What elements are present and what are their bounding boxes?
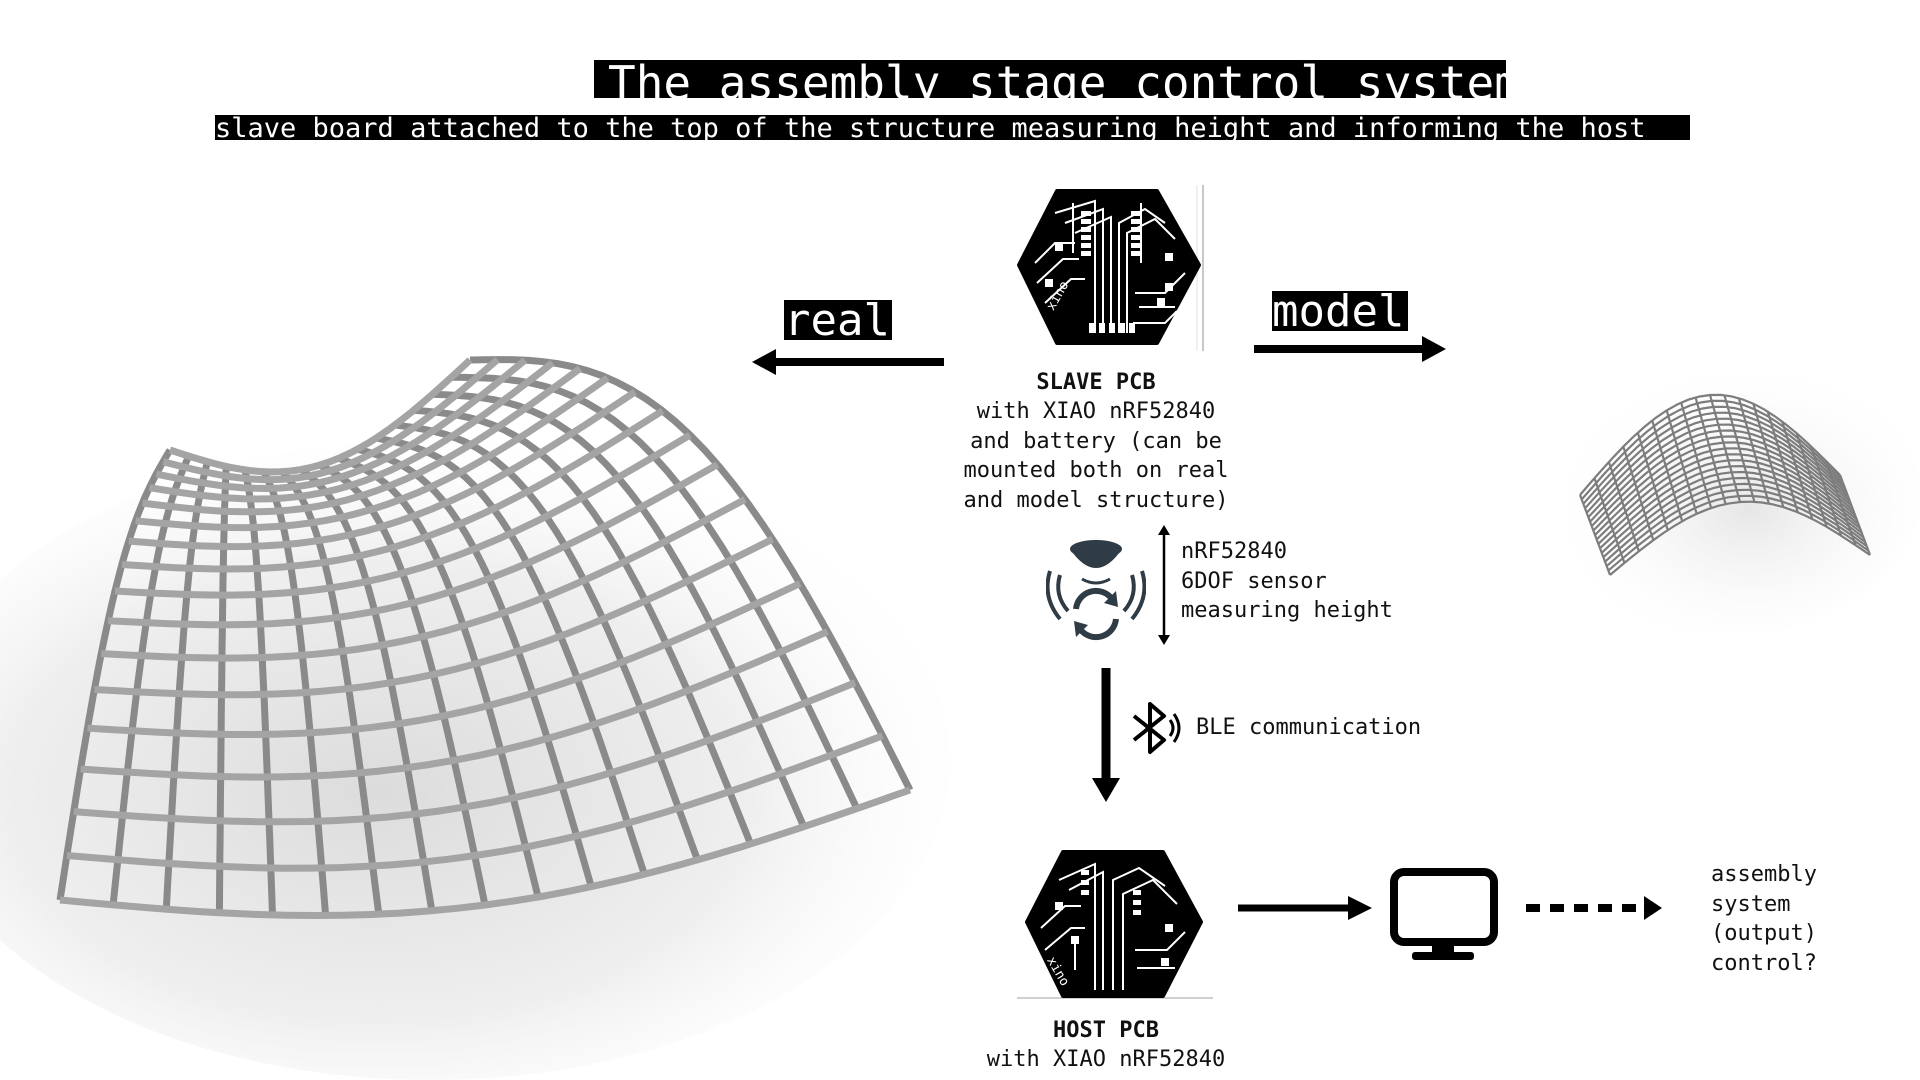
gyro-sensor-icon xyxy=(1046,540,1146,641)
arrow-to-real xyxy=(752,349,944,375)
real-rib xyxy=(80,628,829,781)
slave-pcb-description: with XIAO nRF52840 and battery (can be m… xyxy=(963,399,1229,513)
ble-label: BLE communication xyxy=(1196,715,1422,740)
real-rib xyxy=(142,365,583,516)
real-rib xyxy=(162,356,500,484)
model-rib xyxy=(1723,394,1756,503)
model-rib xyxy=(1810,446,1843,537)
arrow-monitor-to-output xyxy=(1526,896,1662,920)
real-rib xyxy=(148,360,555,503)
model-label: model xyxy=(1272,291,1408,331)
monitor-icon xyxy=(1390,868,1498,960)
real-structure-ribs xyxy=(56,356,914,920)
real-rib xyxy=(121,407,665,573)
real-rib xyxy=(73,679,857,826)
real-rib xyxy=(128,388,637,551)
real-rib xyxy=(87,580,802,738)
slave-pcb-board: xino xyxy=(1017,185,1204,351)
model-rib xyxy=(1694,397,1727,505)
host-pcb-heading: HOST PCB xyxy=(1053,1018,1159,1043)
model-structure-ribs xyxy=(1578,393,1872,576)
real-rib xyxy=(107,461,720,629)
arrow-ble-down xyxy=(1092,668,1120,802)
real-rib xyxy=(94,536,775,699)
real-label: real xyxy=(784,300,892,340)
diagram-title: The assembly stage control system xyxy=(594,60,1506,98)
model-rib xyxy=(1578,494,1612,576)
model-rib xyxy=(1766,411,1799,513)
model-rib xyxy=(1824,460,1857,546)
model-rib xyxy=(1795,432,1828,528)
sensor-description: nRF52840 6DOF sensor measuring height xyxy=(1181,539,1393,623)
real-rib xyxy=(66,732,884,872)
model-rib xyxy=(1781,421,1814,520)
model-rib xyxy=(1607,461,1640,552)
host-pcb-description: with XIAO nRF52840 xyxy=(986,1047,1226,1072)
real-rib xyxy=(114,431,692,599)
model-rib xyxy=(1708,394,1742,503)
real-rib xyxy=(101,496,747,662)
model-rib xyxy=(1737,397,1770,504)
slave-pcb-heading: SLAVE PCB xyxy=(1036,370,1156,395)
model-rib xyxy=(1651,420,1684,522)
host-pcb-board: xino xyxy=(1017,850,1213,999)
bluetooth-icon xyxy=(1132,702,1181,754)
model-rib xyxy=(1680,402,1713,509)
model-rib xyxy=(1665,410,1698,515)
real-rib xyxy=(168,357,473,476)
arrow-to-model xyxy=(1254,336,1446,362)
real-rib xyxy=(155,357,528,493)
model-rib xyxy=(1593,477,1626,564)
diagram-subtitle: slave board attached to the top of the s… xyxy=(215,115,1690,140)
model-rib xyxy=(1622,446,1655,541)
height-measure-arrow xyxy=(1158,525,1170,645)
model-structure-render xyxy=(1540,355,1920,635)
model-rib xyxy=(1636,432,1669,531)
real-structure-render xyxy=(0,356,950,1080)
arrow-host-to-monitor xyxy=(1238,896,1372,920)
model-rib xyxy=(1752,403,1785,508)
real-rib xyxy=(135,375,610,532)
output-description: assembly system (output) control? xyxy=(1711,862,1817,976)
real-rib xyxy=(59,786,912,920)
model-rib xyxy=(1838,474,1872,556)
